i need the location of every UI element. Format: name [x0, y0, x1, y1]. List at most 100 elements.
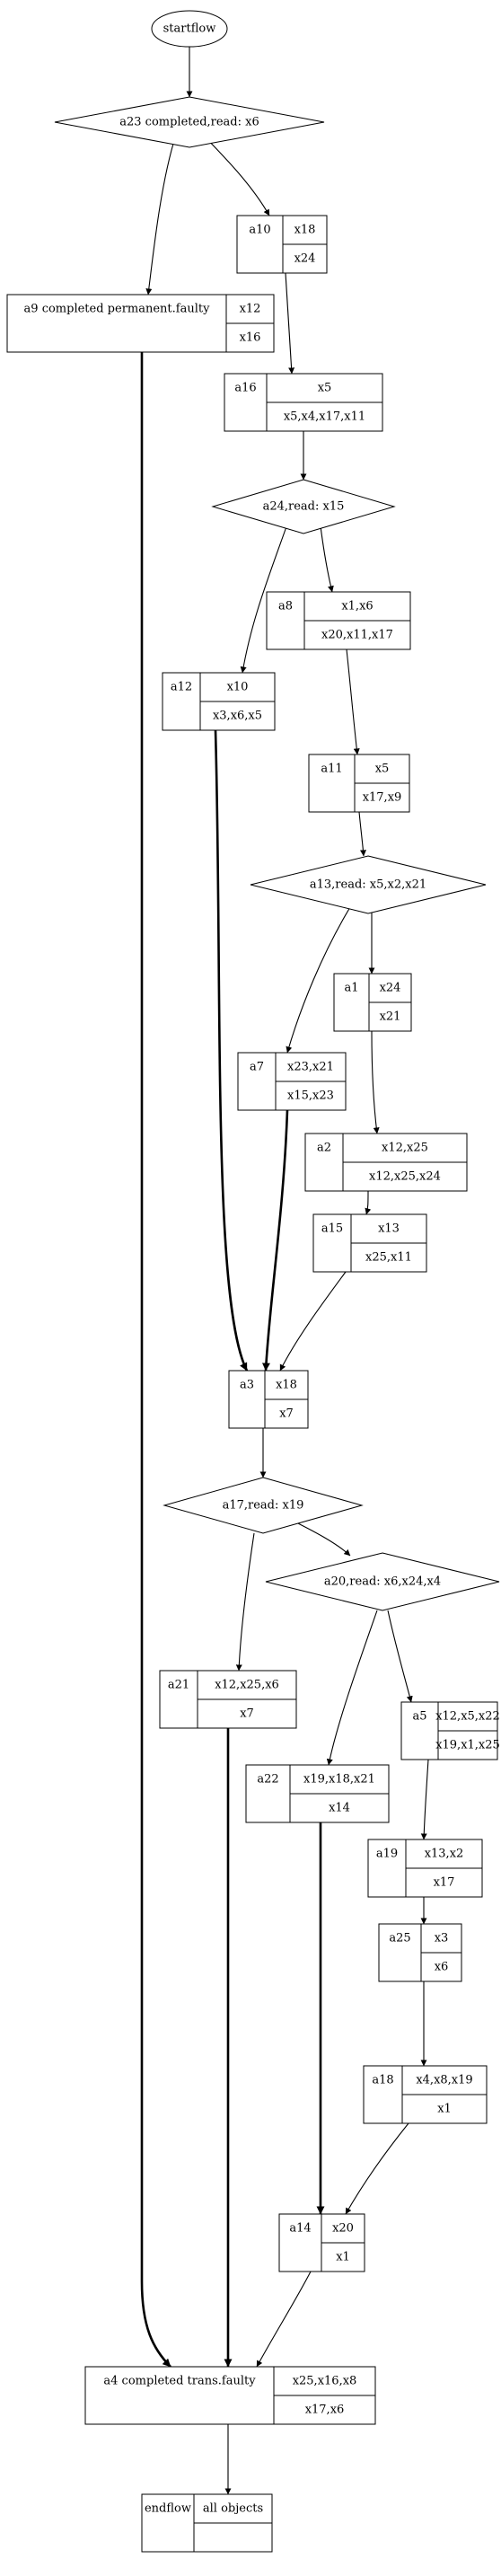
node-a9-objects-bottom: x16 [240, 331, 261, 345]
node-d4: a17,read: x19 [163, 1477, 364, 1534]
edge-a8-to-a11 [346, 648, 360, 755]
node-a12-name: a12 [171, 681, 192, 694]
node-a21-objects-bottom: x7 [240, 1707, 254, 1721]
node-a21-name: a21 [168, 1679, 189, 1692]
edge-d1-to-a9 [145, 134, 177, 296]
node-a9-name: a9 completed permanent.faulty [24, 303, 211, 316]
node-a22-objects-top: x19,x18,x21 [303, 1773, 375, 1786]
node-a16: a16 x5 x5,x4,x17,x11 [224, 373, 383, 432]
node-a25-objects-top: x3 [435, 1932, 449, 1945]
node-d2-diamond [211, 479, 396, 534]
nodes: startflow a23 completed,read: x6 a10 x18 x24… [6, 10, 500, 2553]
edge-a1-to-a2 [371, 1030, 380, 1134]
node-a9: a9 completed permanent.faulty x12 x16 [6, 294, 275, 353]
edge-a11-to-d3 [358, 811, 366, 857]
node-a10-name: a10 [249, 224, 270, 237]
node-d1-diamond [54, 96, 325, 148]
node-d2-label: a24,read: x15 [263, 500, 345, 514]
edge-a12-to-a3 [214, 729, 249, 1372]
node-a3-name: a3 [240, 1379, 254, 1392]
node-d5-diamond [265, 1552, 500, 1611]
edges [140, 46, 429, 2495]
node-a3: a3 x18 x7 [228, 1370, 309, 1429]
node-a2-objects-top: x12,x25 [382, 1142, 428, 1155]
edge-a15-to-a3 [279, 1271, 347, 1372]
edge-d4-to-a21 [235, 1532, 255, 1672]
node-a5-name: a5 [412, 1710, 426, 1724]
edge-d5-to-a5 [387, 1610, 413, 1703]
node-a4-objects-bottom: x17,x6 [305, 2404, 345, 2417]
node-start-shape [151, 10, 228, 48]
node-a18-objects-top: x4,x8,x19 [416, 2074, 472, 2087]
node-a5-objects-top: x12,x5,x22 [435, 1710, 500, 1724]
node-a15-objects-top: x13 [378, 1222, 400, 1236]
node-d2: a24,read: x15 [211, 479, 396, 534]
edge-a7-to-a3 [261, 1109, 289, 1372]
edge-a9-to-a4 [140, 352, 171, 2368]
node-d3: a13,read: x5,x2,x21 [250, 855, 487, 914]
node-a8-objects-bottom: x20,x11,x17 [321, 629, 393, 642]
node-a25-objects-bottom: x6 [435, 1961, 449, 1974]
node-d5-label: a20,read: x6,x24,x4 [324, 1575, 441, 1589]
node-a11-objects-top: x5 [375, 763, 390, 776]
edge-d5-to-a22 [326, 1610, 378, 1766]
node-a11-name: a11 [321, 763, 342, 776]
node-a2-objects-bottom: x12,x25,x24 [369, 1170, 441, 1184]
node-a1-name: a1 [344, 982, 358, 995]
node-d1: a23 completed,read: x6 [54, 96, 325, 148]
node-a16-objects-top: x5 [318, 382, 332, 395]
edge-a5-to-a19 [420, 1759, 429, 1840]
edge-a2-to-a15 [365, 1190, 372, 1215]
node-a7-objects-bottom: x15,x23 [287, 1090, 334, 1103]
node-d4-diamond [163, 1477, 364, 1534]
node-a12-objects-bottom: x3,x6,x5 [213, 710, 262, 723]
node-a11-objects-bottom: x17,x9 [363, 791, 402, 805]
node-d5: a20,read: x6,x24,x4 [265, 1552, 500, 1611]
node-end-objects-top: all objects [203, 2502, 263, 2516]
node-a18-name: a18 [372, 2074, 393, 2087]
node-a11: a11 x5 x17,x9 [308, 754, 410, 813]
node-a19: a19 x13,x2 x17 [367, 1839, 483, 1898]
node-a16-name: a16 [234, 382, 256, 395]
edge-d1-to-a10 [202, 134, 270, 216]
node-start: startflow [151, 10, 228, 48]
node-a2: a2 x12,x25 x12,x25,x24 [304, 1133, 468, 1192]
node-a19-objects-top: x13,x2 [425, 1848, 464, 1861]
node-a4-name: a4 completed trans.faulty [103, 2375, 256, 2388]
node-a15-objects-bottom: x25,x11 [365, 1251, 412, 1265]
edge-a14-to-a4 [256, 2271, 312, 2368]
node-a19-objects-bottom: x17 [434, 1876, 455, 1890]
node-a16-objects-bottom: x5,x4,x17,x11 [284, 410, 365, 424]
edge-a18-to-a14 [345, 2122, 409, 2215]
node-a8-name: a8 [278, 600, 293, 613]
node-a18-objects-bottom: x1 [437, 2103, 452, 2116]
node-a7-objects-top: x23,x21 [287, 1061, 334, 1074]
edge-a10-to-a16 [285, 272, 295, 375]
node-a14-name: a14 [289, 2222, 311, 2236]
node-a3-objects-bottom: x7 [279, 1407, 294, 1421]
node-a21-objects-top: x12,x25,x6 [215, 1679, 279, 1692]
edge-d2-to-a8 [319, 518, 334, 593]
node-a10-objects-top: x18 [294, 224, 316, 237]
node-a22-name: a22 [257, 1773, 278, 1786]
node-a9-objects-top: x12 [240, 303, 261, 316]
node-end-name: endflow [145, 2502, 191, 2516]
node-a1-objects-top: x24 [380, 982, 401, 995]
node-a2-name: a2 [317, 1142, 331, 1155]
node-a3-objects-top: x18 [276, 1379, 297, 1392]
edge-d2-to-a12 [240, 518, 290, 674]
node-a4-objects-top: x25,x16,x8 [293, 2375, 357, 2388]
node-d3-diamond [250, 855, 487, 914]
node-a19-name: a19 [376, 1848, 398, 1861]
